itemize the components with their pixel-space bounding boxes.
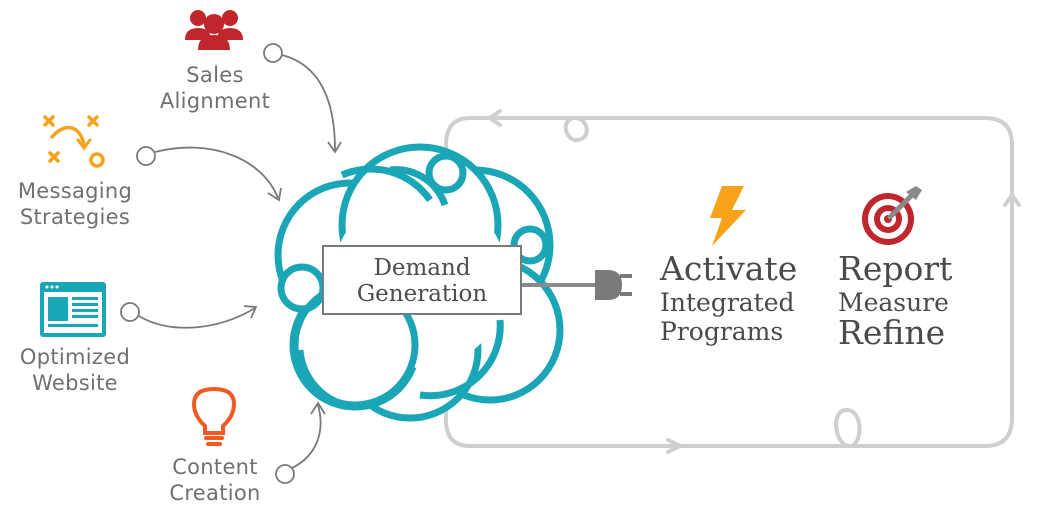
- people-icon: [185, 10, 243, 50]
- lightbulb-icon: [191, 386, 237, 446]
- input-connectors: [120, 43, 342, 484]
- report-line: Measure: [838, 287, 949, 317]
- label-messaging-strategies: Messaging Strategies: [5, 178, 145, 230]
- label-content-creation: Content Creation: [150, 454, 280, 506]
- label-line: Content: [172, 455, 258, 479]
- label-sales-alignment: Sales Alignment: [150, 62, 280, 114]
- label-line: Messaging: [17, 179, 133, 203]
- plug-icon: [522, 270, 632, 300]
- center-line: Demand: [373, 255, 471, 281]
- report-block: Report Measure Refine: [838, 249, 988, 352]
- loop-arrow-right: [666, 438, 682, 454]
- center-line: Generation: [356, 281, 488, 307]
- activate-title: Activate: [660, 249, 798, 288]
- label-line: Alignment: [159, 89, 271, 113]
- label-optimized-website: Optimized Website: [5, 344, 145, 396]
- label-line: Creation: [169, 481, 261, 505]
- label-line: Sales: [186, 63, 244, 87]
- webpage-icon: [40, 282, 106, 337]
- activate-line: Integrated: [660, 287, 795, 317]
- strategy-play-icon: [43, 115, 105, 168]
- report-title: Report: [838, 249, 953, 288]
- activate-block: Activate Integrated Programs: [660, 249, 810, 346]
- label-line: Strategies: [19, 205, 131, 229]
- loop-arrow-up: [1003, 193, 1021, 207]
- label-line: Website: [32, 371, 118, 395]
- demand-generation-box: Demand Generation: [322, 245, 522, 315]
- report-line: Refine: [838, 312, 946, 352]
- lightning-bolt-icon: [710, 186, 746, 246]
- activate-line: Programs: [660, 316, 784, 346]
- target-icon: [862, 186, 922, 245]
- label-line: Optimized: [19, 345, 131, 369]
- feedback-loop: [444, 109, 1021, 454]
- loop-arrow-left: [488, 109, 502, 127]
